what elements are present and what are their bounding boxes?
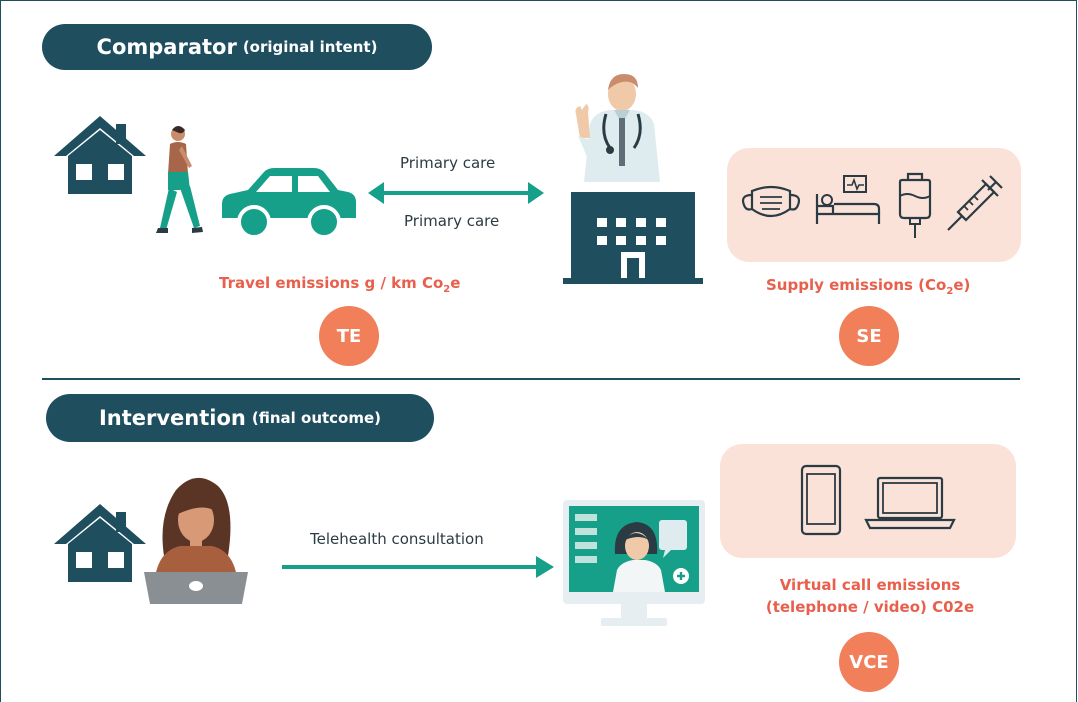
supply-emissions-badge: SE bbox=[839, 306, 899, 366]
hospital-building-icon bbox=[563, 192, 703, 284]
doctor-icon bbox=[575, 74, 660, 182]
primary-care-double-arrow bbox=[368, 182, 544, 204]
patient-laptop-icon bbox=[144, 477, 248, 604]
walking-woman-icon bbox=[156, 126, 203, 233]
telehealth-arrow bbox=[282, 556, 554, 578]
house-icon bbox=[54, 504, 146, 582]
virtual-call-label: Virtual call emissions (telephone / vide… bbox=[730, 574, 1010, 618]
comparator-title: Comparator bbox=[96, 35, 237, 59]
intervention-title: Intervention bbox=[98, 406, 246, 430]
travel-emissions-badge: TE bbox=[319, 306, 379, 366]
telehealth-label: Telehealth consultation bbox=[310, 530, 484, 548]
face-mask-icon bbox=[741, 185, 801, 218]
video-call-monitor-icon bbox=[563, 500, 705, 626]
hospital-bed-icon bbox=[815, 175, 881, 224]
comparator-header: Comparator (original intent) bbox=[42, 24, 432, 70]
car-icon bbox=[222, 168, 356, 239]
syringe-icon bbox=[947, 175, 1003, 231]
house-icon bbox=[54, 116, 146, 194]
section-divider bbox=[42, 378, 1020, 380]
virtual-call-label-line2: (telephone / video) C02e bbox=[765, 598, 975, 616]
arrow-label-top: Primary care bbox=[400, 154, 496, 172]
virtual-call-badge: VCE bbox=[839, 632, 899, 692]
comparator-subtitle: (original intent) bbox=[242, 38, 378, 56]
intervention-header: Intervention (final outcome) bbox=[46, 394, 434, 442]
arrow-label-bottom: Primary care bbox=[404, 212, 500, 230]
laptop-icon bbox=[864, 476, 956, 530]
virtual-call-panel bbox=[720, 444, 1016, 558]
intervention-subtitle: (final outcome) bbox=[251, 409, 382, 427]
supply-emissions-label: Supply emissions (Co2e) bbox=[766, 276, 971, 297]
iv-bag-icon bbox=[898, 172, 932, 238]
travel-emissions-label: Travel emissions g / km Co2e bbox=[219, 274, 461, 295]
virtual-call-label-line1: Virtual call emissions bbox=[779, 576, 961, 594]
mobile-phone-icon bbox=[800, 464, 842, 536]
